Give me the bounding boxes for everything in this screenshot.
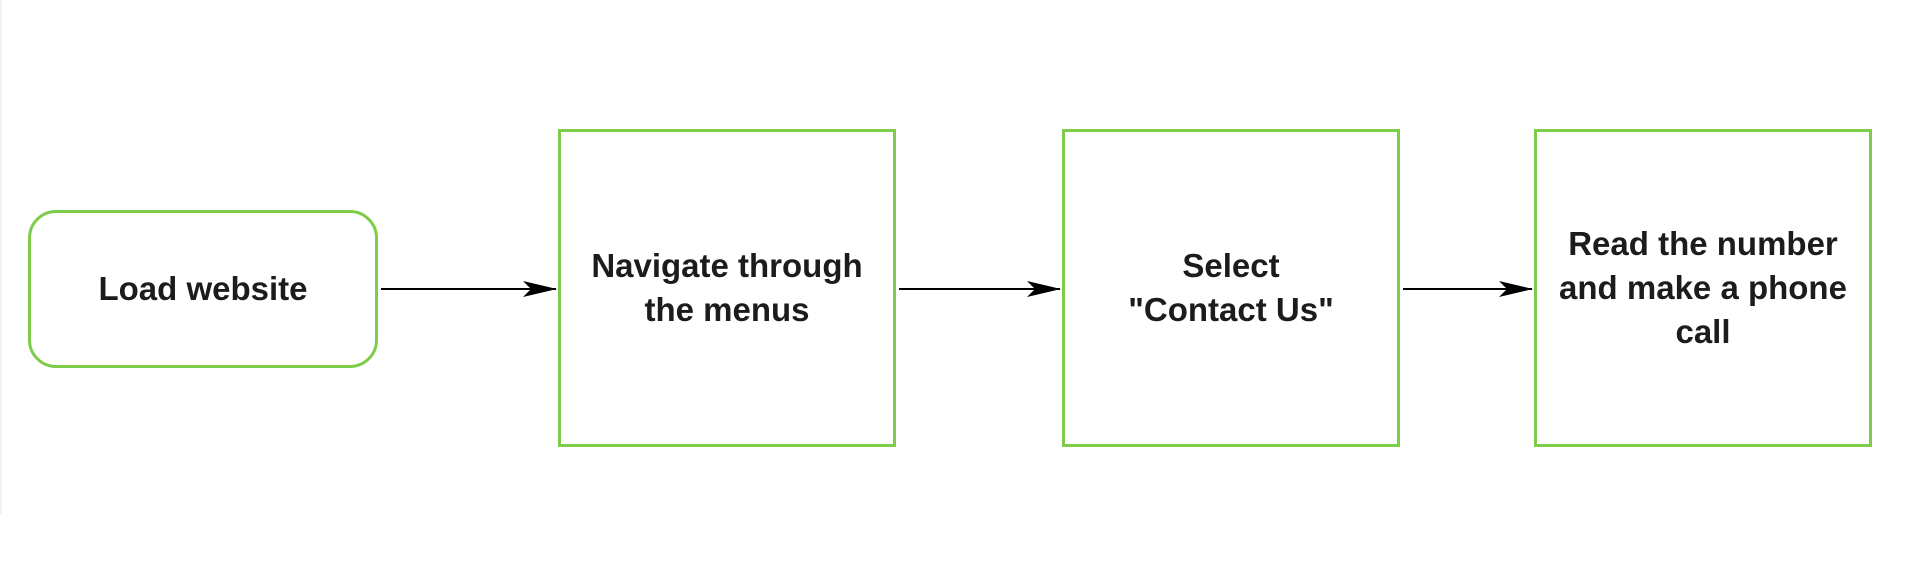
node-read-number-call[interactable]: Read the number and make a phone call xyxy=(1534,129,1872,447)
node-label: Read the number and make a phone call xyxy=(1559,225,1847,350)
node-load-website[interactable]: Load website xyxy=(28,210,378,368)
node-label: Navigate through the menus xyxy=(591,247,863,328)
node-label: Select "Contact Us" xyxy=(1128,247,1334,328)
node-label: Load website xyxy=(98,270,308,307)
node-select-contact-us[interactable]: Select "Contact Us" xyxy=(1062,129,1400,447)
left-edge-divider xyxy=(0,0,2,514)
node-navigate-menus[interactable]: Navigate through the menus xyxy=(558,129,896,447)
